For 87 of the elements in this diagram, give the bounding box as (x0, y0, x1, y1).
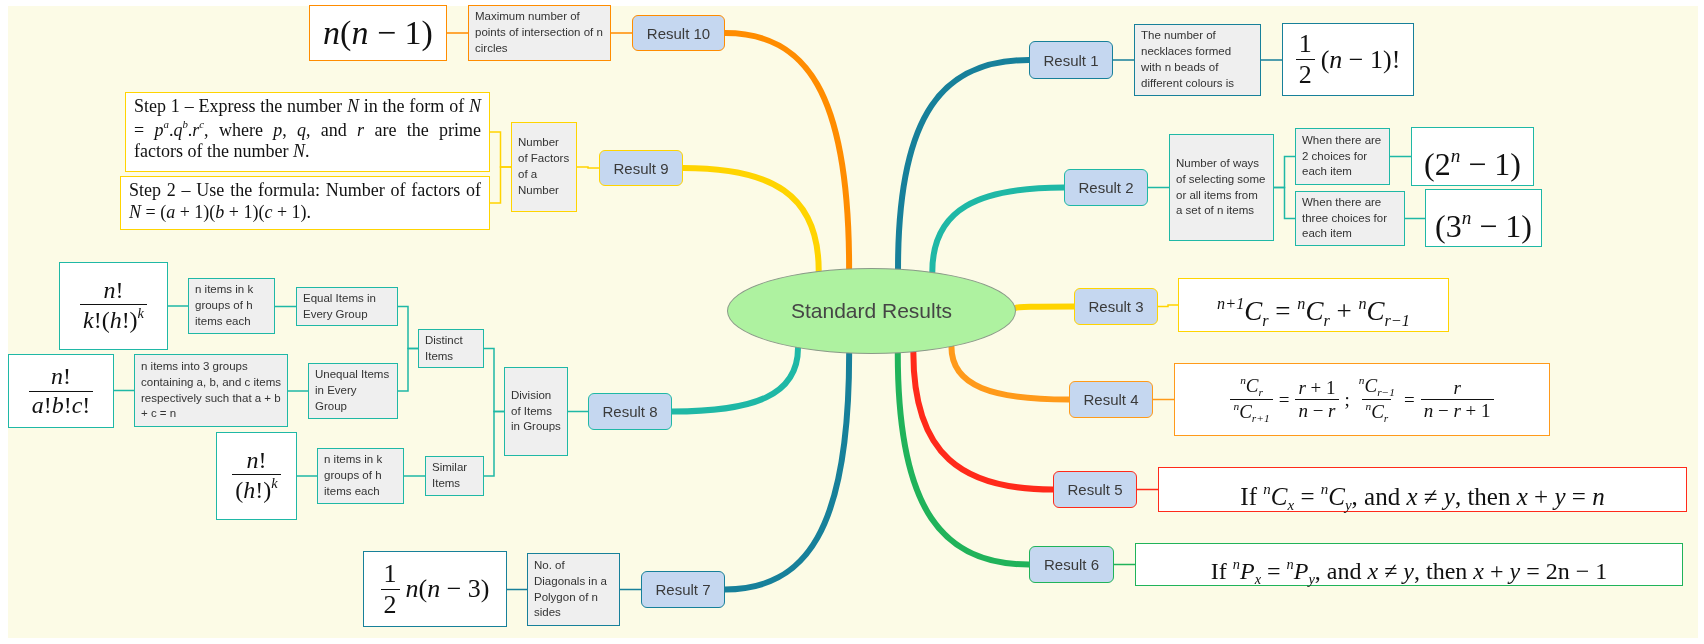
formula-text: (h!)$^{k}$ (232, 474, 281, 506)
formula-text: = (1278, 388, 1290, 411)
connector-line (1157, 304, 1179, 308)
formula-text: n(n − 3) (405, 574, 490, 604)
formula-box (1174, 363, 1550, 436)
formula-box: (2$^{n}$ − 1) (1411, 127, 1534, 186)
connector-line (1147, 186, 1170, 189)
connector-line (1136, 488, 1159, 491)
result-box: Result 4 (1069, 381, 1153, 418)
formula-box: $^{n+1}$C$_{r}$ = $^{n}$C$_{r}$ + $^{n}$C$_{r−1}$ (1178, 278, 1449, 332)
result-box: Result 5 (1053, 471, 1137, 508)
connector-line (167, 305, 189, 307)
description-box: When there are 2 choices for each item (1295, 128, 1390, 185)
description-box: Division of Items in Groups (504, 367, 568, 456)
connector-line (113, 389, 135, 392)
formula-text: n − r + 1 (1420, 399, 1494, 422)
connector-line (1152, 398, 1175, 401)
connector-line (489, 166, 512, 204)
description-box: When there are three choices for each item (1295, 191, 1405, 246)
description-box: Number of ways of selecting some or all items from a set of n items (1169, 134, 1274, 241)
description-box: Unequal Items in Every Group (308, 363, 398, 419)
connector-line (1112, 59, 1135, 61)
description-box: Number of Factors of a Number (511, 122, 577, 212)
formula-box (216, 432, 297, 520)
description-box: Similar Items (425, 456, 484, 496)
connector-line (483, 410, 505, 477)
formula-box: If $^{n}$C$_{x}$ = $^{n}$C$_{y}$, and x ≠ y, then x + y = n (1158, 467, 1687, 512)
formula-text: (n − 1)! (1320, 44, 1401, 75)
formula-box: (3$^{n}$ − 1) (1425, 189, 1542, 247)
step-box: Step 2 – Use the formula: Number of factors of N = (a + 1)(b + 1)(c + 1). (120, 176, 490, 230)
formula-text: 1 (1297, 29, 1313, 59)
description-box: No. of Diagonals in a Polygon of n sides (527, 553, 620, 626)
description-box: Maximum number of points of intersection of n circles (468, 5, 611, 61)
connector-line (397, 347, 419, 392)
result-box: Result 8 (588, 393, 672, 430)
formula-text: 2 (380, 588, 400, 620)
formula-text: $^{n}$C$_{r}$ (1362, 399, 1392, 426)
description-box: Equal Items in Every Group (296, 287, 398, 326)
formula-text: 1 (382, 558, 398, 589)
description-box: The number of necklaces formed with n beads of different colours is (1134, 24, 1261, 96)
formula-box (59, 262, 168, 350)
connector-line (1389, 155, 1412, 158)
formula-text: r (1452, 377, 1462, 399)
step-box: Step 1 – Express the number N in the form of N = p$^{a}$.q$^{b}$.r$^{c}$, where p, q, and r are the prime factors of the number N. (125, 92, 490, 172)
formula-text: $^{n}$C$_{r+1}$ (1230, 399, 1273, 426)
connector-line (619, 588, 642, 591)
formula-text: ; (1344, 388, 1350, 411)
result-box: Result 2 (1064, 169, 1148, 206)
connector-line (1260, 59, 1283, 61)
result-box: Result 7 (641, 571, 725, 608)
formula-box (1282, 23, 1414, 96)
result-box: Result 1 (1029, 41, 1113, 79)
formula-text: k!(h!)$^{k}$ (80, 304, 147, 336)
connector-line (610, 32, 633, 34)
result-box: Result 3 (1074, 288, 1158, 325)
result-box: Result 10 (632, 15, 725, 51)
connector-line (287, 390, 309, 392)
connector-line (274, 305, 297, 308)
formula-text: $^{n}$C$_{r}$ (1239, 373, 1264, 399)
connector-line (576, 166, 600, 169)
connector-line (506, 588, 528, 591)
formula-text: 2 (1295, 59, 1315, 90)
connector-line (403, 475, 426, 477)
formula-text: a!b!c! (28, 390, 94, 420)
formula-text: n! (50, 362, 72, 391)
formula-text: $^{n}$C$_{r−1}$ (1357, 373, 1396, 399)
result-box: Result 9 (599, 150, 683, 186)
result-box: Result 6 (1029, 546, 1114, 583)
formula-text: r + 1 (1297, 377, 1337, 399)
connector-line (296, 475, 318, 477)
description-box: n items in k groups of h items each (188, 278, 275, 334)
description-box: n items in k groups of h items each (317, 448, 404, 504)
connector-line (1113, 563, 1136, 566)
connector-line (1404, 217, 1426, 220)
formula-text: = (1404, 388, 1415, 411)
connector-line (446, 32, 469, 34)
formula-text: n! (102, 276, 125, 305)
connector-line (1273, 186, 1296, 220)
formula-box: n(n − 1) (309, 5, 447, 61)
description-box: Distinct Items (418, 329, 484, 368)
connector-line (567, 410, 589, 413)
formula-text: n − r (1295, 399, 1339, 422)
description-box: n items into 3 groups containing a, b, and c items respectively such that a + b + c = n (134, 354, 288, 427)
formula-box (363, 551, 507, 627)
formula-box: If $^{n}$P$_{x}$ = $^{n}$P$_{y}$, and x ≠ y, then x + y = 2n − 1 (1135, 543, 1683, 586)
formula-text: n! (245, 446, 268, 475)
formula-box (8, 354, 114, 428)
